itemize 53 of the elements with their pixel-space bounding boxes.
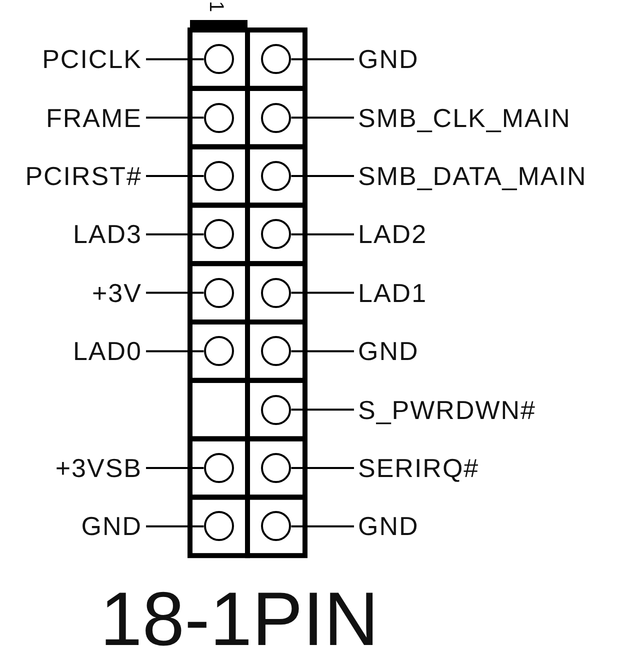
- pin-label: S_PWRDWN#: [358, 394, 536, 425]
- pin-circle: [204, 278, 234, 308]
- pin-circle: [261, 511, 292, 542]
- leader-line: [146, 350, 204, 352]
- pin-label: +3V: [92, 278, 142, 308]
- pin-label: LAD2: [358, 219, 428, 250]
- pin-number: 1: [204, 0, 228, 14]
- leader-line: [291, 525, 354, 528]
- pin-circle: [261, 278, 292, 308]
- caption: 18-1PIN: [100, 578, 379, 662]
- pin-circle: [204, 219, 234, 250]
- leader-line: [291, 58, 354, 60]
- leader-line: [146, 233, 204, 236]
- pin-label: +3VSB: [55, 453, 142, 483]
- leader-line: [291, 116, 354, 119]
- pin-label: SMB_DATA_MAIN: [358, 161, 587, 191]
- pin-circle: [204, 511, 234, 542]
- pin-circle: [261, 394, 292, 425]
- leader-line: [146, 175, 204, 177]
- leader-line: [146, 525, 204, 528]
- leader-line: [146, 116, 204, 119]
- pin-circle: [204, 102, 234, 133]
- pin-circle: [204, 44, 234, 74]
- leader-line: [146, 292, 204, 294]
- leader-line: [291, 467, 354, 469]
- leader-line: [291, 175, 354, 177]
- leader-line: [146, 467, 204, 469]
- pin-circle: [261, 161, 292, 191]
- pin-circle: [204, 161, 234, 191]
- pin-label: GND: [358, 44, 419, 74]
- pin-label: SMB_CLK_MAIN: [358, 102, 571, 133]
- pin-label: PCICLK: [42, 44, 142, 74]
- pin-label: GND: [358, 336, 419, 366]
- leader-line: [291, 233, 354, 236]
- pin-circle: [261, 453, 292, 483]
- pin-label: SERIRQ#: [358, 453, 480, 483]
- pin-circle: [261, 44, 292, 74]
- pin-label: LAD0: [72, 336, 142, 366]
- pin-label: GND: [358, 511, 419, 542]
- pin-circle: [261, 219, 292, 250]
- pin-circle: [204, 336, 234, 366]
- leader-line: [146, 58, 204, 60]
- leader-line: [291, 292, 354, 294]
- pin-circle: [261, 336, 292, 366]
- pin-circle: [261, 102, 292, 133]
- pin-label: LAD1: [358, 278, 428, 308]
- pin-label: PCIRST#: [25, 161, 142, 191]
- leader-line: [291, 350, 354, 352]
- pin-circle: [204, 453, 234, 483]
- leader-line: [291, 408, 354, 411]
- pin-label: FRAME: [46, 102, 142, 133]
- pin-label: GND: [81, 511, 142, 542]
- pin-label: LAD3: [72, 219, 142, 250]
